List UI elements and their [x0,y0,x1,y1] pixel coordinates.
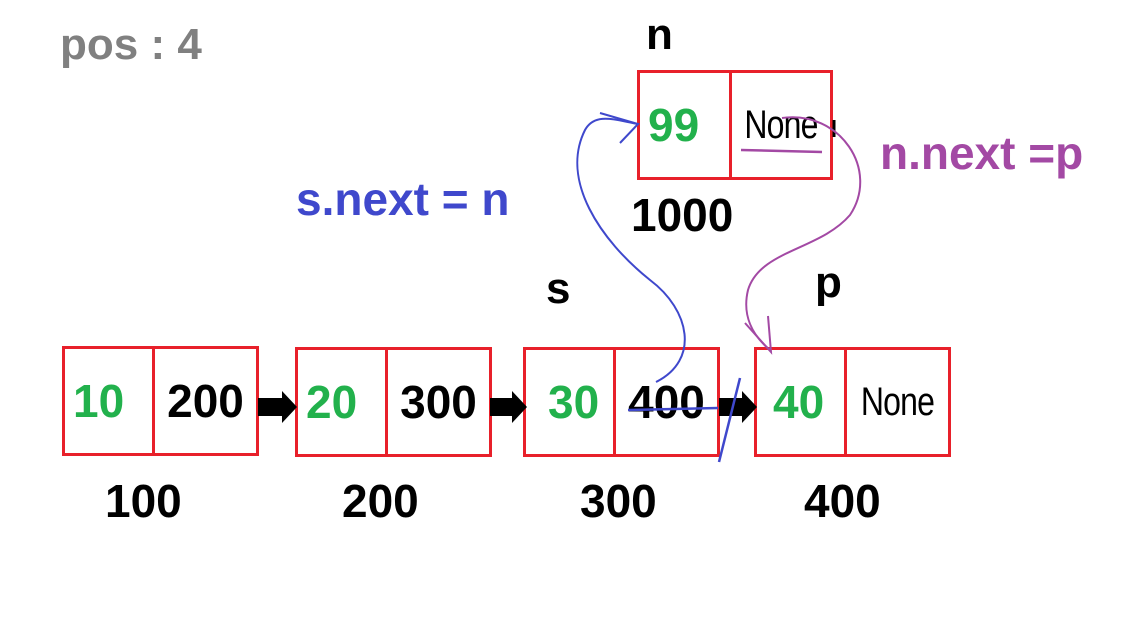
n-next-annotation: n.next =p [880,127,1084,179]
node-data: 20 [298,350,388,454]
s-next-curve [576,117,686,383]
strike-none [740,148,823,154]
strike-400 [627,406,719,412]
n-next-arrowhead [744,315,773,355]
node-400: 40 None [754,347,951,457]
arrow-icon [258,391,297,423]
node-next: 200 [167,375,244,427]
position-label: pos : 4 [60,20,202,69]
node-address: 300 [580,475,657,527]
new-node-n: 99 None [637,70,833,180]
node-next: 300 [400,376,477,428]
s-next-annotation: s.next = n [296,173,510,225]
node-100: 10 200 [62,346,259,456]
variable-s-label: s [546,264,571,313]
link-arrows [258,391,757,423]
node-data: 40 [757,350,847,454]
arrow-icon [719,391,757,423]
node-data: 10 [65,349,155,453]
new-node-data: 99 [640,73,732,177]
variable-p-label: p [815,258,842,307]
node-data: 30 [526,350,616,454]
node-200: 20 300 [295,347,492,457]
variable-n-label: n [646,10,673,59]
node-next: 400 [628,376,705,428]
arrow-icon [490,391,527,423]
new-node-address: 1000 [631,189,734,241]
cut-mark [717,377,742,463]
node-address: 400 [804,475,881,527]
node-next: None [860,379,935,424]
new-node-next: None [744,102,818,147]
node-address: 100 [105,475,182,527]
s-next-arrowhead [599,112,640,144]
n-next-curve [745,116,862,351]
node-address: 200 [342,475,419,527]
node-300: 30 400 [523,347,720,457]
